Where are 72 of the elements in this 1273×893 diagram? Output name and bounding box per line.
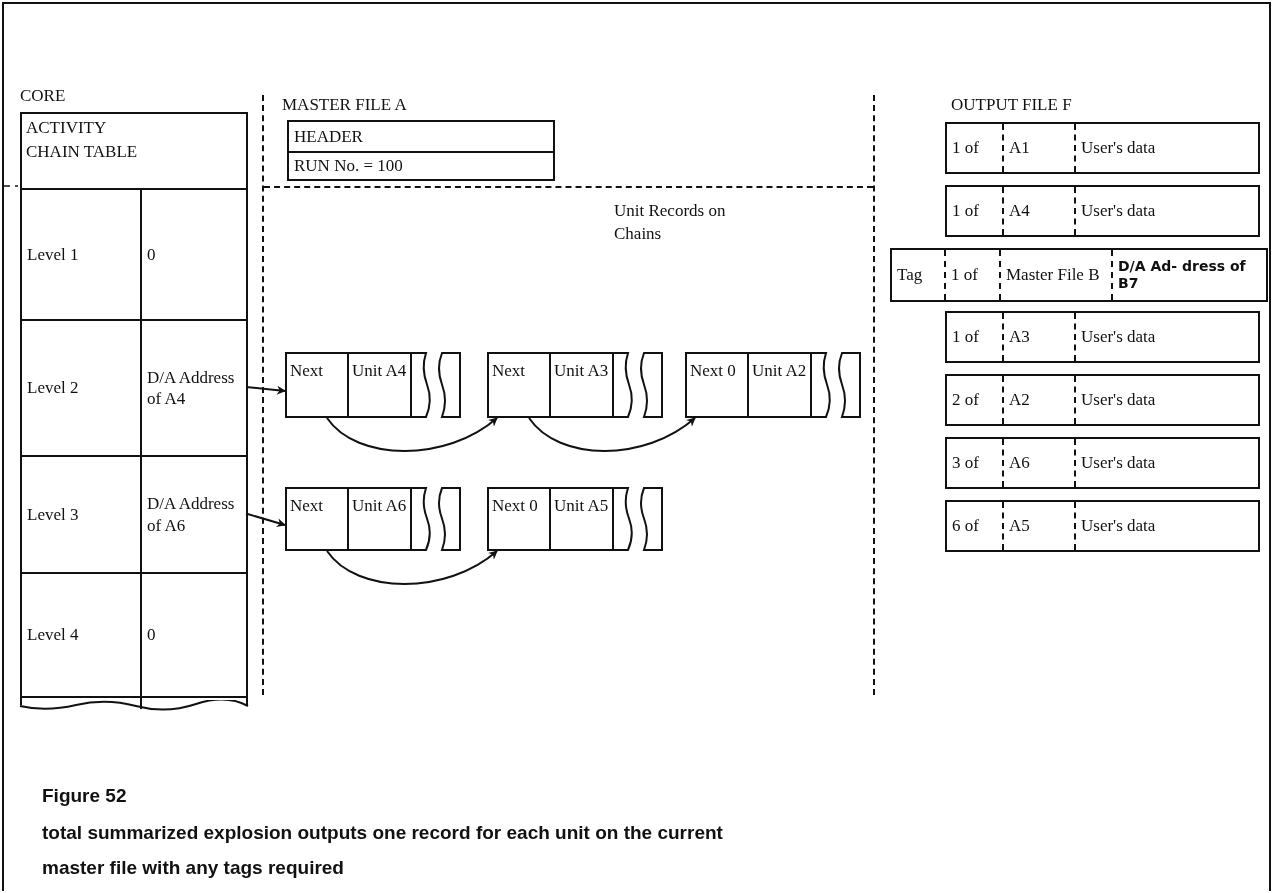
- record-field: A4: [1002, 187, 1074, 235]
- unit-record: [487, 352, 664, 418]
- table-row: [22, 188, 246, 319]
- record-field: Next 0: [487, 487, 551, 551]
- cell-text: Level 1: [22, 190, 142, 319]
- record-field: User's data: [1074, 376, 1258, 424]
- record-field: Next: [285, 352, 349, 418]
- record-field: RUN No. = 100: [289, 150, 553, 179]
- section-heading: MASTER FILE A: [282, 95, 407, 115]
- record-field: Unit A5: [551, 487, 614, 551]
- record-field: 6 of: [947, 502, 1002, 550]
- figure-title: Figure 52: [42, 785, 127, 807]
- unit-record: [285, 352, 462, 418]
- record-field: Next: [285, 487, 349, 551]
- record-field: 2 of: [947, 376, 1002, 424]
- output-record: [945, 185, 1260, 237]
- tag-record: [890, 248, 1268, 302]
- section-heading: OUTPUT FILE F: [951, 95, 1072, 115]
- record-field: HEADER: [289, 122, 553, 151]
- cell-text: 0: [146, 243, 157, 266]
- output-record: [945, 437, 1260, 489]
- record-field: User's data: [1074, 187, 1258, 235]
- cell-text: Level 2: [22, 321, 142, 455]
- dashed-file-region: [262, 95, 875, 695]
- record-field: 3 of: [947, 439, 1002, 487]
- record-field: Tag: [892, 250, 944, 300]
- cell-text: D/A Address of A4: [146, 366, 236, 410]
- record-field: 1 of: [944, 250, 999, 300]
- area-heading: Unit Records on Chains: [614, 200, 727, 245]
- unit-record: [685, 352, 862, 418]
- record-field: A3: [1002, 313, 1074, 361]
- record-field: User's data: [1074, 313, 1258, 361]
- table-heading: ACTIVITY CHAIN TABLE: [26, 117, 139, 163]
- cell-text: Level 4: [22, 574, 142, 696]
- record-field: Next: [487, 352, 551, 418]
- unit-record: [285, 487, 462, 551]
- record-field: Unit A2: [749, 352, 812, 418]
- arrow: [326, 550, 498, 585]
- record-field: 1 of: [947, 187, 1002, 235]
- unit-record: [487, 487, 664, 551]
- record-field: Unit A3: [551, 352, 614, 418]
- record-field: A1: [1002, 124, 1074, 172]
- cell-text: D/A Address of A6: [146, 493, 236, 537]
- record-field: User's data: [1074, 439, 1258, 487]
- header-record: [287, 120, 555, 181]
- record-field: User's data: [1074, 502, 1258, 550]
- record-field: 1 of: [947, 313, 1002, 361]
- arrow: [245, 385, 286, 395]
- record-field: A6: [1002, 439, 1074, 487]
- record-field: A5: [1002, 502, 1074, 550]
- record-field: D/A Ad- dress of B7: [1111, 250, 1266, 300]
- output-record: [945, 374, 1260, 426]
- record-field: Unit A4: [349, 352, 412, 418]
- table-row: [22, 319, 246, 455]
- arrow: [245, 512, 286, 528]
- record-field: Next 0: [685, 352, 749, 418]
- figure-caption: total summarized explosion outputs one record for each unit on the current master file with any tags required: [42, 821, 724, 880]
- output-record: [945, 311, 1260, 363]
- cell-text: Level 3: [22, 457, 142, 572]
- cell-text: 0: [146, 624, 157, 647]
- table-row: [22, 455, 246, 572]
- table-row: [22, 572, 246, 696]
- record-field: Unit A6: [349, 487, 412, 551]
- record-field: User's data: [1074, 124, 1258, 172]
- section-heading: CORE: [20, 86, 66, 106]
- record-field: A2: [1002, 376, 1074, 424]
- arrow: [528, 417, 696, 452]
- record-field: 1 of: [947, 124, 1002, 172]
- output-record: [945, 500, 1260, 552]
- arrow: [326, 417, 498, 452]
- output-record: [945, 122, 1260, 174]
- record-field: Master File B: [999, 250, 1111, 300]
